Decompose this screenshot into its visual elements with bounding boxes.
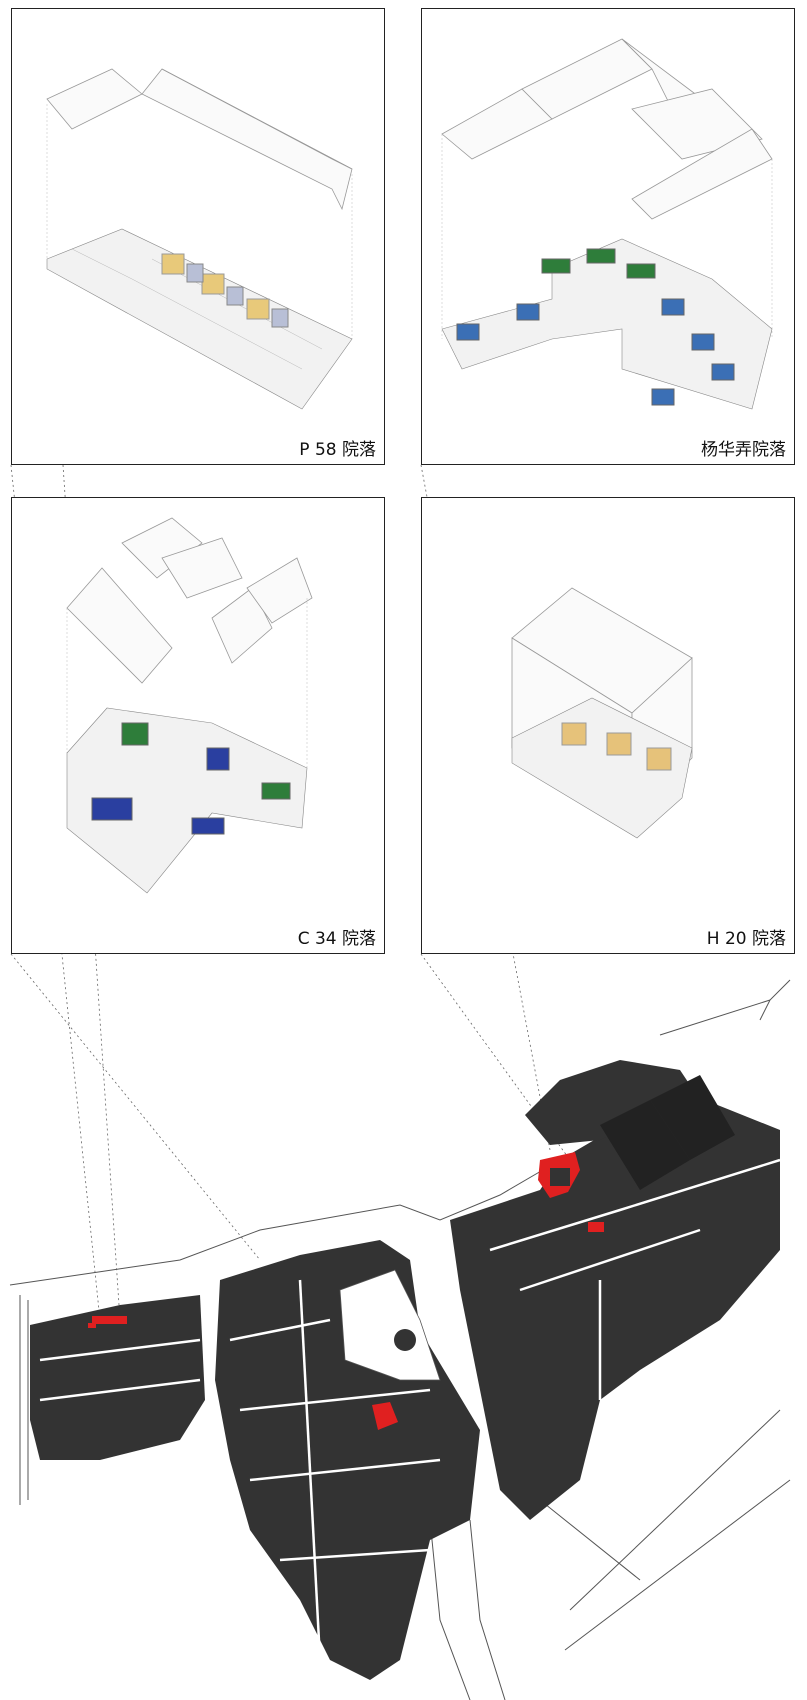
axonometric-yanghualong (441, 38, 773, 410)
axonometric-p58 (46, 68, 353, 410)
panel-h20: H 20 院落 (421, 497, 795, 954)
axonometric-h20 (511, 587, 693, 839)
panel-yanghualong: 杨华弄院落 (421, 8, 795, 465)
panel-caption: 杨华弄院落 (701, 440, 786, 460)
panel-p58: P 58 院落 (11, 8, 385, 465)
panel-caption: H 20 院落 (706, 929, 786, 949)
panel-caption: C 34 院落 (297, 929, 376, 949)
panel-c34: C 34 院落 (11, 497, 385, 954)
panel-caption: P 58 院落 (299, 440, 376, 460)
axonometric-c34 (66, 517, 313, 894)
site-plan-map (9, 979, 791, 1700)
